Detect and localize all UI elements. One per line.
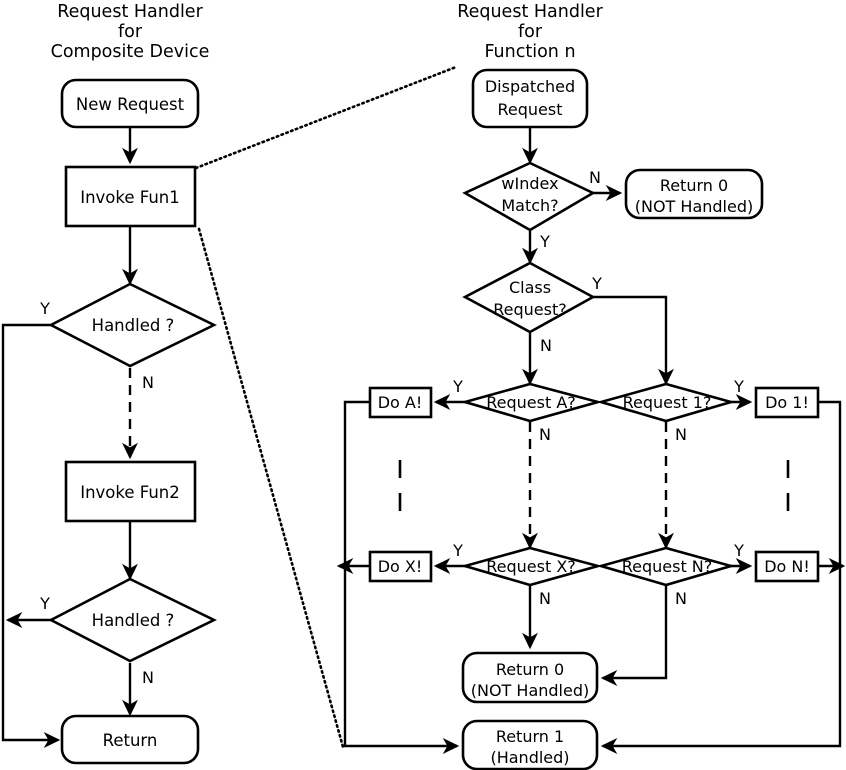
node-do-a[interactable]: Do A! [368,386,433,419]
title-left: Request Handler for Composite Device [51,2,210,62]
branch-handled-1-no: N [142,373,154,392]
node-return0-top-shape [624,168,764,220]
edge-requestN-no-to-return0-bottom [600,586,668,686]
node-new-request[interactable]: New Request [60,78,200,129]
edge-handled1-yes-to-return [1,323,61,748]
branch-handled-2-yes: Y [39,594,50,613]
node-request-x-shape [460,546,603,587]
node-return1-shape [461,719,599,770]
node-new-request-shape [60,78,200,129]
title-left-line1: Request Handler [57,2,203,22]
node-do-1[interactable]: Do 1! [754,386,820,419]
node-windex-match-line2: Match? [501,196,558,215]
node-return-left-label: Return [103,731,158,750]
node-return1[interactable]: Return 1 (Handled) [461,719,599,770]
callout-connector-bottom [197,227,345,749]
node-class-request-shape [462,261,596,334]
node-invoke-fun1-shape [64,165,197,228]
node-do-x[interactable]: Do X! [368,550,433,583]
node-do-n-label: Do N! [764,557,810,576]
node-do-x-shape [368,550,433,583]
title-right-line3: Function n [484,42,575,62]
node-do-1-shape [754,386,820,419]
node-request-n[interactable]: Request N? [596,546,736,587]
node-request-a-shape [460,382,603,423]
node-return0-top-line1: Return 0 [660,176,728,195]
branch-requestN-yes: Y [733,541,744,560]
branch-handled-1-yes: Y [39,299,50,318]
node-return0-top[interactable]: Return 0 (NOT Handled) [624,168,764,220]
edge-doA-rail-to-return1 [343,400,460,754]
node-return1-line2: (Handled) [490,748,569,767]
node-handled-1-label: Handled ? [92,316,175,335]
branch-windex-yes: Y [539,232,550,251]
branch-requestA-no: N [539,425,551,444]
node-request-a[interactable]: Request A? [460,382,603,423]
branch-request1-no: N [675,425,687,444]
node-do-n[interactable]: Do N! [754,550,820,583]
node-handled-2[interactable]: Handled ? [48,577,217,663]
node-return0-top-line2: (NOT Handled) [635,197,753,216]
node-request-1-label: Request 1? [623,393,712,412]
node-windex-match[interactable]: wIndex Match? [462,161,596,232]
node-request-x-label: Request X? [486,557,576,576]
node-do-1-label: Do 1! [765,393,809,412]
node-dispatched-request-line2: Request [498,100,563,119]
title-left-line3: Composite Device [51,42,210,62]
node-class-request-line1: Class [509,278,551,297]
edge-do1-rail-to-return1 [600,400,842,754]
node-request-n-label: Request N? [622,557,713,576]
node-request-1-shape [596,382,736,423]
title-left-line2: for [118,22,143,42]
node-do-n-shape [754,550,820,583]
node-request-1[interactable]: Request 1? [596,382,736,423]
node-request-n-shape [596,546,736,587]
node-return0-bottom-line1: Return 0 [496,660,564,679]
edge-class-yes-to-request1 [593,295,674,386]
node-return-left-shape [60,714,200,765]
callout-connector-top [194,65,458,170]
node-request-x[interactable]: Request X? [460,546,603,587]
branch-request1-yes: Y [733,377,744,396]
node-invoke-fun2-shape [64,460,197,523]
node-invoke-fun2-label: Invoke Fun2 [80,483,180,502]
node-return1-line1: Return 1 [496,727,564,746]
node-return0-bottom-line2: (NOT Handled) [471,681,589,700]
branch-requestA-yes: Y [452,377,463,396]
node-handled-2-shape [48,577,217,663]
node-return-left[interactable]: Return [60,714,200,765]
branch-class-yes: Y [591,274,602,293]
node-handled-1-shape [48,282,217,368]
node-return0-bottom[interactable]: Return 0 (NOT Handled) [461,651,599,704]
branch-windex-no: N [589,168,601,187]
node-windex-match-line1: wIndex [501,174,558,193]
node-invoke-fun2[interactable]: Invoke Fun2 [64,460,197,523]
node-class-request[interactable]: Class Request? [462,261,596,334]
node-dispatched-request-shape [471,68,589,129]
node-windex-match-shape [462,161,596,232]
branch-requestX-yes: Y [452,541,463,560]
node-dispatched-request-line1: Dispatched [485,77,575,96]
node-request-a-label: Request A? [486,393,576,412]
node-do-x-label: Do X! [378,557,423,576]
node-new-request-label: New Request [76,95,185,114]
node-handled-2-label: Handled ? [92,611,175,630]
node-invoke-fun1[interactable]: Invoke Fun1 [64,165,197,228]
branch-requestN-no: N [675,589,687,608]
node-do-a-label: Do A! [378,393,423,412]
title-right-line2: for [518,22,543,42]
node-do-a-shape [368,386,433,419]
title-right-line1: Request Handler [457,2,603,22]
title-right: Request Handler for Function n [457,2,603,62]
branch-requestX-no: N [539,589,551,608]
node-return0-bottom-shape [461,651,599,704]
node-invoke-fun1-label: Invoke Fun1 [80,188,180,207]
node-handled-1[interactable]: Handled ? [48,282,217,368]
branch-class-no: N [540,336,552,355]
branch-handled-2-no: N [142,668,154,687]
node-dispatched-request[interactable]: Dispatched Request [471,68,589,129]
node-class-request-line2: Request? [493,300,566,319]
